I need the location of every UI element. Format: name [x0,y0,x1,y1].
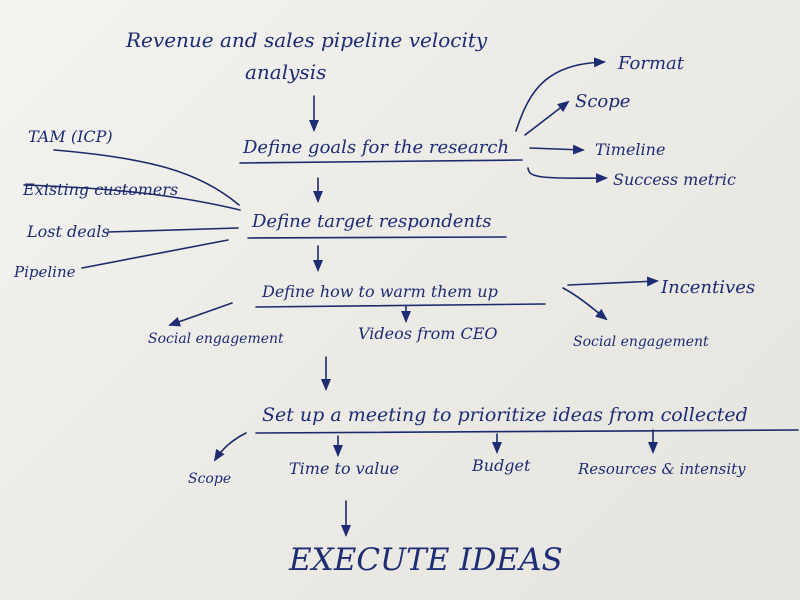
connector-existing-customers-to-respondents [23,184,241,211]
arrow-goals-to-timeline [529,144,585,155]
step-goals-underline [239,159,523,164]
connector-lost-deals-to-respondents [107,227,239,233]
step-respondents-label: Define target respondents [251,211,491,232]
arrow-warm-to-social-engagement-right [562,287,608,321]
warm-item-videos-from-ceo: Videos from CEO [358,324,498,343]
step-meeting-underline [255,429,799,434]
connector-tam-to-respondents [53,149,240,206]
arrow-meeting-to-scope [213,432,247,462]
connector-pipeline-to-respondents [81,239,229,269]
goal-item-scope: Scope [575,91,630,112]
warm-item-incentives: Incentives [660,277,755,298]
step-warm-underline [255,303,546,308]
warm-item-social-engagement-right: Social engagement [573,334,709,350]
step-execute-label: EXECUTE IDEAS [288,542,563,578]
arrow-goals-to-scope [524,100,570,136]
meeting-item-scope: Scope [188,471,231,487]
arrow-warm-to-incentives [567,276,659,287]
meeting-item-time-to-value: Time to value [289,459,399,478]
step-warm-label: Define how to warm them up [261,282,498,301]
meeting-item-resources-intensity: Resources & intensity [577,460,746,478]
goal-item-success-metric: Success metric [613,170,736,189]
arrow-goals-to-success-metric [527,167,608,184]
arrow-warm-to-social-engagement-left [168,302,233,327]
diagram-title-line-1: Revenue and sales pipeline velocity [125,28,488,52]
diagram-title-line-2: analysis [245,60,326,84]
respondent-source-tam: TAM (ICP) [28,127,113,146]
goal-item-timeline: Timeline [595,140,665,159]
meeting-item-budget: Budget [471,456,531,475]
step-meeting-label: Set up a meeting to prioritize ideas fro… [262,404,748,426]
warm-item-social-engagement-left: Social engagement [148,331,284,347]
arrow-goals-to-format [515,57,606,132]
respondent-source-lost-deals: Lost deals [26,222,110,241]
step-goals-label: Define goals for the research [242,137,509,158]
respondent-source-pipeline: Pipeline [13,263,76,281]
step-respondents-underline [247,236,507,239]
goal-item-format: Format [617,53,685,74]
